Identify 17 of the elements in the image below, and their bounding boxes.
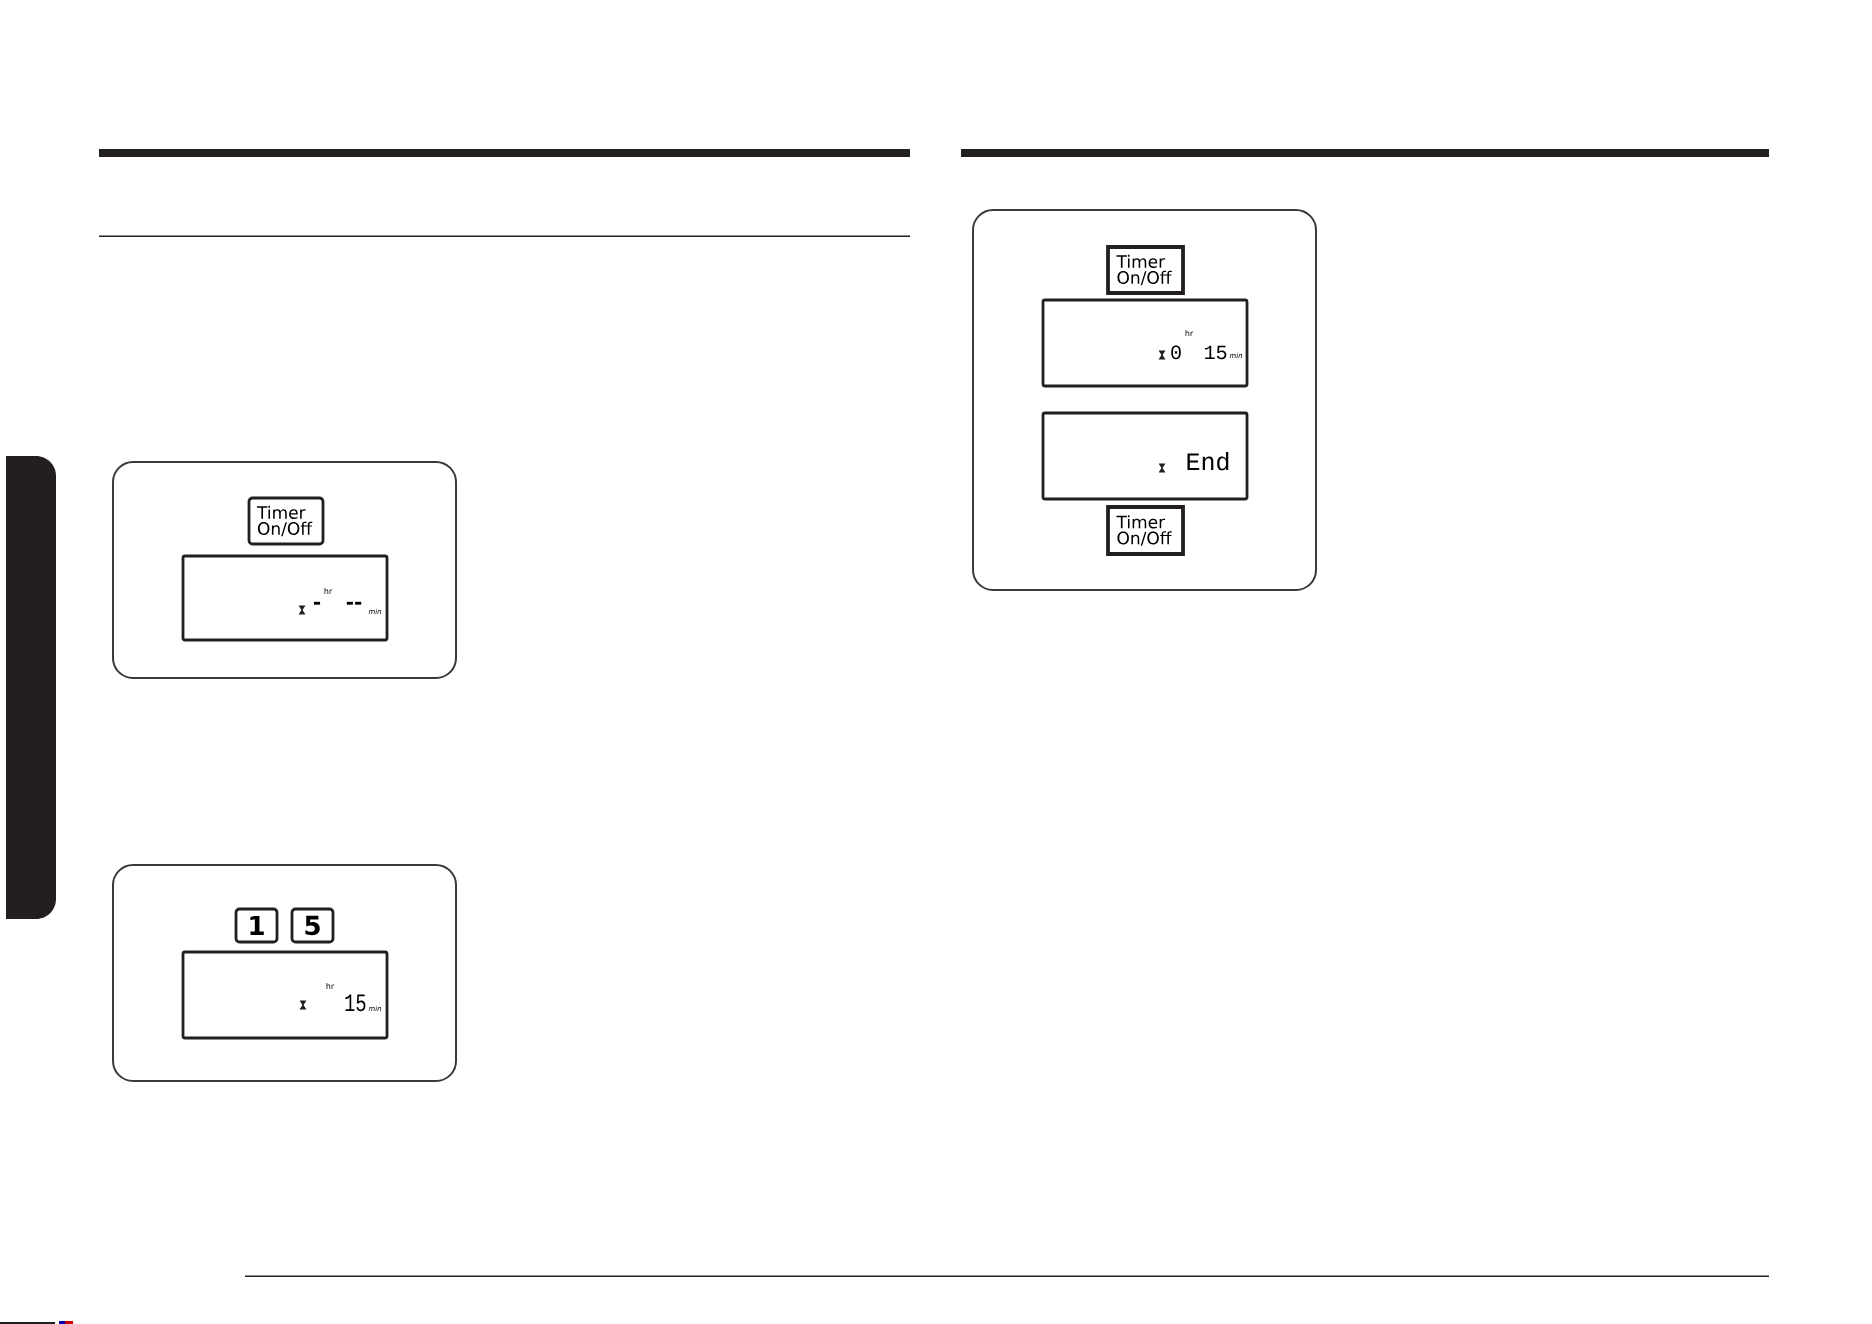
unit-label: hr [324, 587, 333, 594]
timer-button: Timer On/Off [1106, 245, 1185, 295]
illustration-frame [972, 209, 1317, 591]
display-dashes: -- [346, 601, 362, 605]
unit-label: hr [1185, 329, 1194, 336]
display-digits: 15 [1205, 345, 1227, 360]
timer-button: Timer On/Off [247, 496, 325, 546]
display-text: End [1187, 451, 1229, 471]
number-button: 5 [290, 907, 335, 944]
display-digits: 0 [1171, 345, 1181, 360]
number-button: 1 [234, 907, 279, 944]
illustration-frame [112, 864, 457, 1082]
timer-button: Timer On/Off [1106, 505, 1185, 556]
display-digits: 15 [345, 994, 366, 1012]
display-dashes: - [313, 601, 321, 605]
unit-label: hr [326, 982, 335, 989]
illustration-frame [112, 461, 457, 679]
